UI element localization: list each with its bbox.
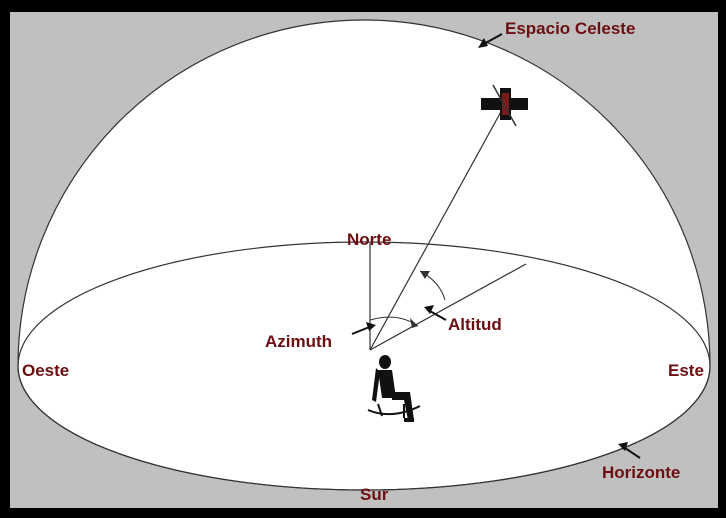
- label-norte: Norte: [347, 230, 391, 249]
- label-sur: Sur: [360, 485, 389, 504]
- azimuth-pointer: [351, 322, 376, 335]
- azimuth-arc-arrowhead: [410, 318, 418, 328]
- altitud-pointer: [424, 305, 447, 321]
- label-azimuth: Azimuth: [265, 332, 332, 351]
- label-espacio-celeste: Espacio Celeste: [505, 19, 635, 38]
- espacio-celeste-pointer: [478, 33, 503, 48]
- label-altitud: Altitud: [448, 315, 502, 334]
- horizon-projection-line: [369, 263, 527, 351]
- label-oeste: Oeste: [22, 361, 69, 380]
- horizonte-pointer: [618, 442, 641, 459]
- person-in-rocking-chair-icon: [367, 355, 421, 422]
- satellite-icon: [481, 84, 528, 127]
- label-este: Este: [668, 361, 704, 380]
- horizon-back-arc: [17, 241, 711, 367]
- line-of-sight: [369, 107, 504, 351]
- altitude-arc-arrowhead: [420, 271, 430, 279]
- label-horizonte: Horizonte: [602, 463, 680, 482]
- horizon-front-arc: [17, 365, 711, 491]
